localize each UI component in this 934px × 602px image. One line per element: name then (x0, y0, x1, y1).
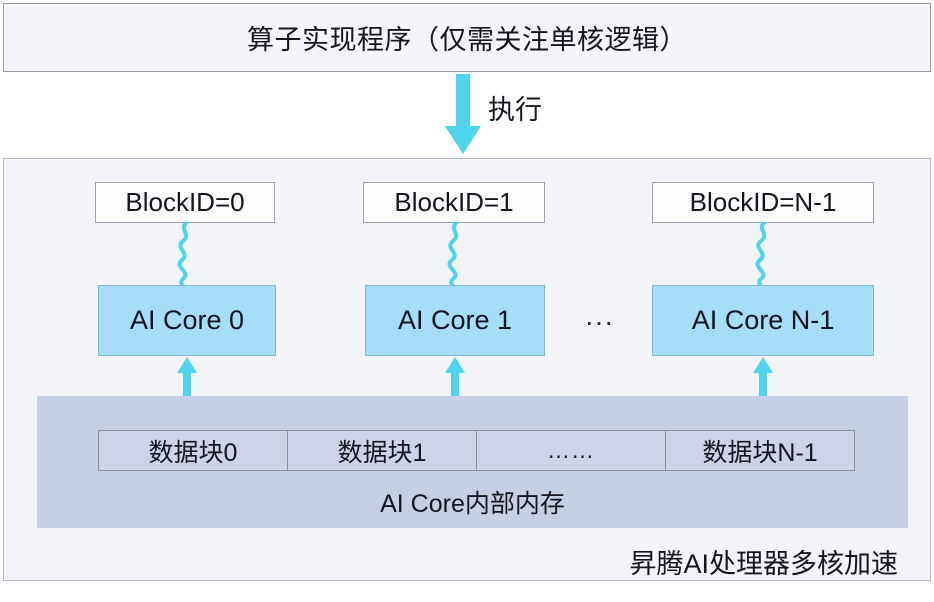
device-caption: 昇腾AI处理器多核加速 (629, 549, 898, 579)
blockid-box-0: BlockID=0 (95, 182, 275, 223)
ai-core-box-1: AI Core 1 (365, 285, 545, 356)
execute-label: 执行 (488, 95, 542, 125)
blockid-box-n-1: BlockID=N-1 (652, 182, 874, 223)
data-block-cell-1: 数据块1 (288, 431, 477, 470)
data-block-row: 数据块0 数据块1 …… 数据块N-1 (98, 430, 855, 471)
squiggle-connector-icon-n-1 (748, 220, 778, 290)
squiggle-connector-icon-0 (170, 220, 200, 290)
data-block-cell-n-1: 数据块N-1 (666, 431, 854, 470)
operator-program-box: 算子实现程序（仅需关注单核逻辑） (3, 3, 931, 72)
data-block-cell-ellipsis: …… (477, 431, 666, 470)
data-block-cell-0: 数据块0 (99, 431, 288, 470)
ai-core-box-n-1: AI Core N-1 (652, 285, 874, 356)
ai-core-box-0: AI Core 0 (98, 285, 276, 356)
squiggle-connector-icon-1 (440, 220, 470, 290)
operator-program-label: 算子实现程序（仅需关注单核逻辑） (247, 25, 687, 55)
ai-core-ellipsis: ... (585, 300, 615, 331)
arrow-down-icon (443, 74, 483, 158)
memory-band-label: AI Core内部内存 (380, 490, 565, 518)
blockid-box-1: BlockID=1 (363, 182, 545, 223)
